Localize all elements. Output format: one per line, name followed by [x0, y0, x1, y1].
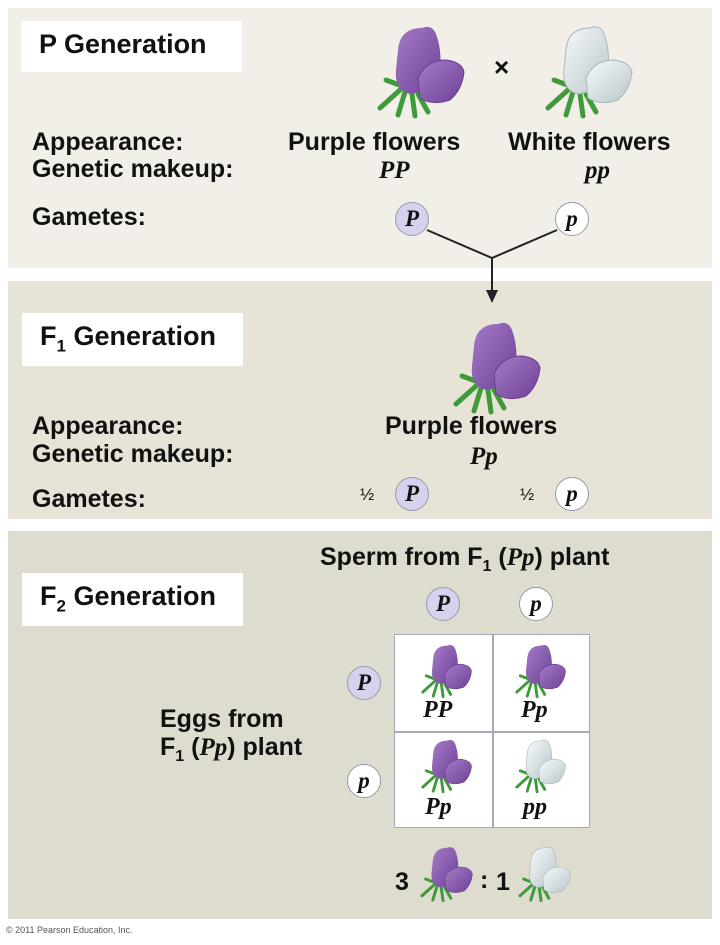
purple-parent-genotype: PP	[379, 157, 410, 184]
grid-divider-horizontal	[395, 731, 589, 733]
punnett-cell: PP	[395, 635, 493, 732]
white-parent-appearance: White flowers	[508, 128, 671, 156]
appearance-label: Appearance:	[32, 412, 184, 440]
sperm-label-sub: 1	[482, 558, 492, 575]
sperm-label: Sperm from F1 (Pp) plant	[320, 543, 610, 575]
sperm-label-post: plant	[542, 543, 610, 571]
cell-genotype: Pp	[521, 697, 548, 723]
f1-title-rest: Generation	[65, 321, 216, 351]
purple-flower-icon	[416, 843, 476, 903]
gametes-label: Gametes:	[32, 203, 146, 231]
cell-genotype: pp	[523, 794, 547, 820]
sperm-label-pre: Sperm from F	[320, 543, 483, 571]
f2-title-sub: 2	[56, 596, 66, 616]
f2-generation-title: F2 Generation	[22, 573, 243, 626]
punnett-cell: pp	[493, 732, 591, 829]
arrow-head-icon	[486, 290, 498, 303]
eggs-label-pre: F	[160, 733, 176, 761]
purple-flower-icon	[370, 20, 470, 120]
connector-right	[491, 229, 558, 259]
f1-gamete-dominant: P	[395, 477, 429, 511]
egg-gamete-dominant: P	[347, 666, 381, 700]
p-gamete-dominant: P	[395, 202, 429, 236]
purple-parent-appearance: Purple flowers	[288, 128, 461, 156]
appearance-label: Appearance:	[32, 128, 184, 156]
connector-left	[426, 229, 493, 259]
sperm-gamete-recessive: p	[519, 587, 553, 621]
f2-title-rest: Generation	[65, 581, 216, 611]
genetic-makeup-label: Genetic makeup:	[32, 155, 234, 183]
punnett-square: PP Pp Pp pp	[394, 634, 590, 828]
f1-genotype: Pp	[470, 443, 498, 470]
p-gamete-recessive: p	[555, 202, 589, 236]
f1-generation-title: F1 Generation	[22, 313, 243, 366]
gametes-label: Gametes:	[32, 485, 146, 513]
cell-genotype: PP	[423, 697, 453, 723]
f2-title-f: F	[40, 581, 57, 611]
ratio-white-count: 1	[496, 868, 510, 896]
f1-appearance: Purple flowers	[385, 412, 558, 440]
purple-flower-icon	[511, 641, 569, 699]
f1-title-sub: 1	[56, 336, 66, 356]
purple-flower-icon	[446, 316, 546, 416]
f1-gamete-fraction-recessive: ½	[520, 485, 535, 504]
punnett-cell: Pp	[395, 732, 493, 829]
white-flower-icon	[511, 736, 569, 794]
sperm-gamete-dominant: P	[426, 587, 460, 621]
ratio-separator: :	[480, 866, 489, 894]
egg-gamete-recessive: p	[347, 764, 381, 798]
f1-gamete-fraction-dominant: ½	[360, 485, 375, 504]
eggs-label-line1: Eggs from	[160, 705, 284, 733]
eggs-label-sub: 1	[175, 748, 185, 765]
white-flower-icon	[538, 20, 638, 120]
genetic-makeup-label: Genetic makeup:	[32, 440, 234, 468]
f1-title-f: F	[40, 321, 57, 351]
cross-symbol: ×	[494, 52, 510, 82]
p-generation-title: P Generation	[21, 21, 242, 72]
purple-flower-icon	[417, 641, 475, 699]
eggs-label-genotype: Pp	[199, 734, 228, 761]
eggs-label-post: plant	[235, 733, 303, 761]
eggs-label-line2: F1 (Pp) plant	[160, 733, 303, 765]
cell-genotype: Pp	[425, 794, 452, 820]
sperm-label-genotype: Pp	[506, 544, 535, 571]
ratio-purple-count: 3	[395, 868, 409, 896]
eggs-label: Eggs from F1 (Pp) plant	[160, 705, 302, 771]
copyright-notice: © 2011 Pearson Education, Inc.	[6, 925, 133, 935]
purple-flower-icon	[417, 736, 475, 794]
white-flower-icon	[514, 843, 574, 903]
f1-gamete-recessive: p	[555, 477, 589, 511]
punnett-cell: Pp	[493, 635, 591, 732]
p-generation-title-text: P Generation	[39, 29, 207, 59]
white-parent-genotype: pp	[585, 157, 610, 184]
